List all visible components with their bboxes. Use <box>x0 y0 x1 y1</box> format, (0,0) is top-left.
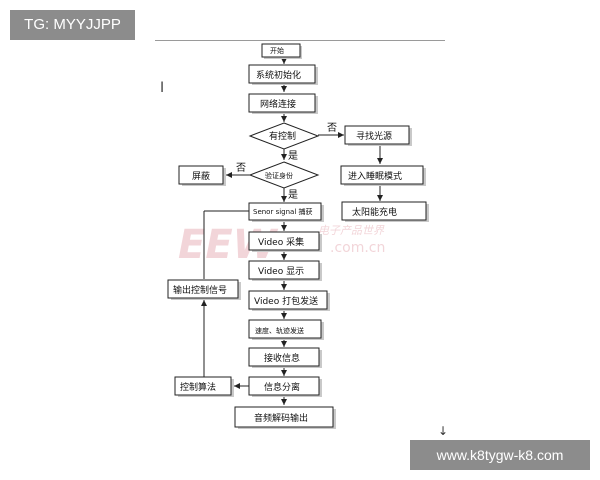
has-control-label: 有控制 <box>269 130 296 142</box>
start-node: 开始 <box>261 43 302 59</box>
video-display-label: Video 显示 <box>258 266 304 277</box>
watermark-domain: .com.cn <box>330 240 385 256</box>
verify-decision: 验证身份 <box>248 161 320 189</box>
init-node: 系统初始化 <box>248 64 318 85</box>
find-light-label: 寻找光源 <box>356 130 392 142</box>
sleep-node: 进入睡眠模式 <box>340 165 426 186</box>
no-label-2: 否 <box>236 162 246 174</box>
verify-label: 验证身份 <box>265 171 293 180</box>
start-label: 开始 <box>270 46 284 55</box>
video-display-node: Video 显示 <box>248 260 322 281</box>
solar-node: 太阳能充电 <box>341 201 429 222</box>
output-signal-node: 输出控制信号 <box>167 279 241 300</box>
separate-label: 信息分离 <box>264 381 300 393</box>
find-light-node: 寻找光源 <box>344 125 412 146</box>
audio-decode-node: 音频解码输出 <box>234 406 336 429</box>
video-capture-label: Video 采集 <box>258 236 304 248</box>
speed-track-node: 速度、轨迹发送 <box>248 319 324 340</box>
control-algo-label: 控制算法 <box>180 381 216 393</box>
sensor-node: Senor signal 捕获 <box>248 202 324 222</box>
network-label: 网络连接 <box>260 98 296 110</box>
has-control-decision: 有控制 <box>248 122 320 150</box>
yes-label-2: 是 <box>288 189 298 201</box>
control-algo-node: 控制算法 <box>174 376 234 397</box>
speed-track-label: 速度、轨迹发送 <box>255 326 304 335</box>
bottom-site-overlay[interactable]: www.k8tygw-k8.com <box>410 440 590 470</box>
page-top-rule <box>155 40 445 41</box>
video-pack-label: Video 打包发送 <box>254 295 318 307</box>
no-label-1: 否 <box>327 122 337 134</box>
receive-node: 接收信息 <box>248 347 322 368</box>
shield-label: 屏蔽 <box>192 170 210 182</box>
shield-node: 屏蔽 <box>178 165 226 186</box>
init-label: 系统初始化 <box>256 69 301 81</box>
sleep-label: 进入睡眠模式 <box>348 170 402 182</box>
yes-label-1: 是 <box>288 150 298 162</box>
sensor-label: Senor signal 捕获 <box>253 207 313 216</box>
top-overlay-tag: TG: MYYJJPP <box>10 10 135 40</box>
cursor-mark-icon: ↓ <box>438 424 449 438</box>
network-node: 网络连接 <box>248 93 318 114</box>
video-capture-node: Video 采集 <box>248 231 322 252</box>
output-signal-label: 输出控制信号 <box>173 284 227 296</box>
text-cursor-icon: I <box>160 80 165 96</box>
solar-label: 太阳能充电 <box>352 206 397 218</box>
watermark-cn: 电子产品世界 <box>318 224 385 237</box>
separate-node: 信息分离 <box>248 376 322 397</box>
receive-label: 接收信息 <box>264 352 300 364</box>
audio-decode-label: 音频解码输出 <box>254 412 308 424</box>
video-pack-node: Video 打包发送 <box>248 290 330 311</box>
